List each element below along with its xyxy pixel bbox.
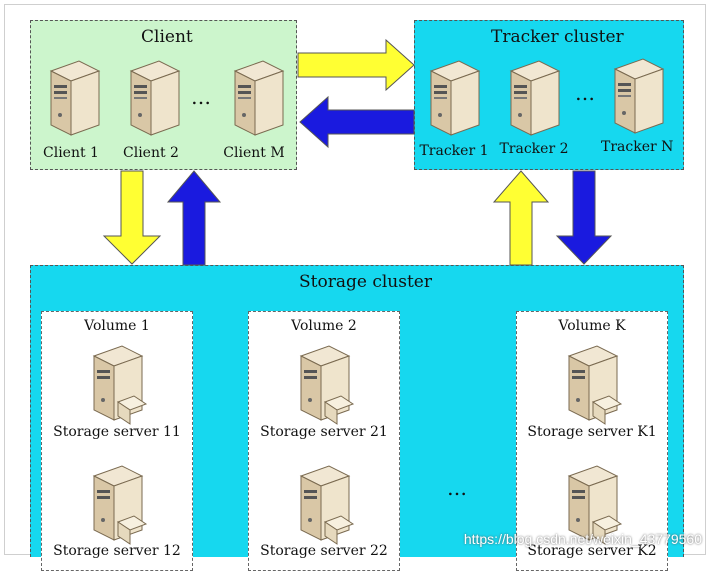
client-m-server-icon — [233, 60, 285, 136]
client-2-server-icon — [129, 60, 181, 136]
storage-server-21-icon — [299, 345, 355, 425]
storage-to-tracker-arrow — [492, 170, 550, 266]
storage-server-k2-label: Storage server K2 — [527, 543, 657, 559]
tracker-to-storage-arrow — [555, 170, 613, 265]
volume-2-title: Volume 2 — [291, 318, 357, 334]
storage-server-11-label: Storage server 11 — [53, 424, 181, 440]
client-group: Client Client 1 Client 2 … Client M — [30, 20, 297, 170]
client-title: Client — [141, 27, 193, 47]
client-to-tracker-arrow — [297, 38, 415, 92]
tracker-to-client-arrow — [299, 95, 415, 149]
storage-server-22-icon — [299, 465, 355, 545]
volume-k-group: Volume K Storage server K1 Storage serve… — [516, 311, 668, 571]
tracker-cluster-group: Tracker cluster Tracker 1 Tracker 2 … Tr… — [414, 20, 684, 170]
storage-server-k1-icon — [567, 345, 623, 425]
storage-cluster-group: Storage cluster Volume 1 Storage server … — [30, 265, 684, 571]
storage-server-12-label: Storage server 12 — [53, 543, 181, 559]
storage-server-k2-icon — [567, 465, 623, 545]
tracker-2-server-icon — [509, 60, 561, 136]
client-1-server-icon — [49, 60, 101, 136]
tracker-n-label: Tracker N — [601, 139, 674, 155]
volume-1-group: Volume 1 Storage server 11 Storage serve… — [41, 311, 193, 571]
storage-server-22-label: Storage server 22 — [260, 543, 388, 559]
arrows-layer — [102, 38, 613, 266]
tracker-1-label: Tracker 1 — [419, 143, 489, 159]
volume-k-title: Volume K — [558, 318, 626, 334]
volume-2-group: Volume 2 Storage server 21 Storage serve… — [248, 311, 400, 571]
tracker-1-server-icon — [429, 60, 481, 136]
volume-1-title: Volume 1 — [84, 318, 150, 334]
volume-ellipsis: … — [447, 476, 469, 500]
tracker-n-server-icon — [613, 58, 665, 134]
tracker-2-label: Tracker 2 — [499, 141, 569, 157]
tracker-ellipsis: … — [575, 81, 597, 105]
storage-cluster-title: Storage cluster — [299, 272, 432, 292]
storage-to-client-arrow — [166, 170, 222, 266]
client-m-label: Client M — [223, 145, 285, 161]
client-ellipsis: … — [191, 85, 213, 109]
client-2-label: Client 2 — [123, 145, 179, 161]
client-to-storage-arrow — [102, 170, 162, 265]
storage-server-11-icon — [92, 345, 148, 425]
storage-server-k1-label: Storage server K1 — [527, 424, 657, 440]
storage-server-12-icon — [92, 465, 148, 545]
tracker-cluster-title: Tracker cluster — [491, 27, 624, 47]
watermark-text: https://blog.csdn.net/weixin_43779560 — [463, 531, 702, 547]
client-1-label: Client 1 — [43, 145, 99, 161]
storage-server-21-label: Storage server 21 — [260, 424, 388, 440]
